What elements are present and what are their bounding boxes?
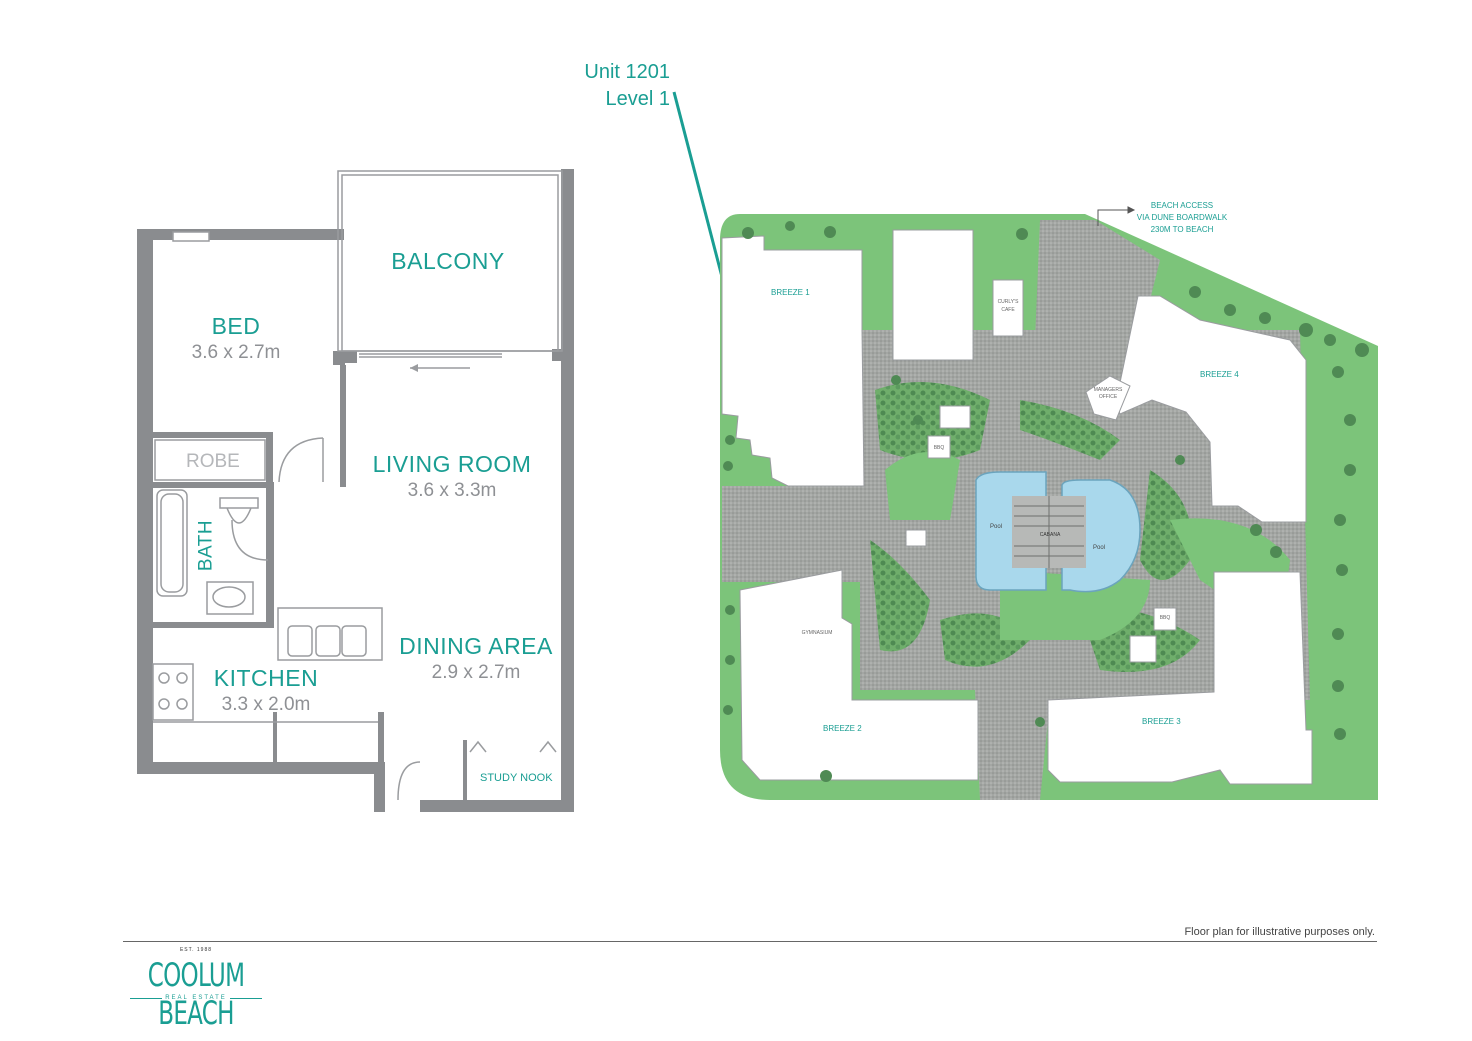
building-breeze-2: [739, 569, 979, 781]
wall-bath-right: [266, 482, 274, 627]
building-managers-office: [1085, 375, 1131, 421]
beach-access-arrow: [1097, 209, 1128, 226]
wall-top-bed: [137, 229, 344, 240]
logo-est: EST. 1988: [179, 947, 213, 953]
toilet: [219, 497, 259, 524]
site-bbq-1: BBQ: [933, 445, 945, 451]
site-pool-1: Pool: [989, 524, 1002, 530]
building-breeze-1: [721, 235, 865, 487]
logo-sub: REAL ESTATE: [165, 995, 227, 1001]
callout-level: Level 1: [605, 88, 671, 110]
cooktop: [152, 663, 194, 721]
site-breeze-1: BREEZE 1: [771, 288, 810, 297]
footer-rule: [123, 941, 1377, 942]
entry-door: [397, 761, 421, 801]
site-pool-2: Pool: [1092, 545, 1105, 551]
wall-right: [561, 169, 574, 812]
site-cabana: CABANA: [1039, 532, 1061, 538]
wall-bottom-left: [137, 762, 384, 774]
building-curlys-cafe: [992, 279, 1024, 337]
entry-driveway: [722, 486, 872, 582]
room-kitchen-dims: 3.3 x 2.0m: [221, 694, 311, 715]
wall-study: [463, 740, 467, 802]
site-cafe-1: CURLY'S: [997, 299, 1019, 305]
kitchen-bench: [277, 607, 383, 661]
room-bed: BED: [211, 313, 261, 339]
room-study-nook: STUDY NOOK: [480, 772, 553, 784]
site-beach-access-2: VIA DUNE BOARDWALK: [1136, 213, 1228, 222]
wall-stub-left: [333, 351, 357, 363]
vanity-basin: [212, 586, 246, 608]
wall-living-left: [340, 365, 346, 487]
study-door-right: [539, 740, 557, 753]
bed-door: [278, 437, 324, 483]
room-balcony: BALCONY: [391, 248, 505, 274]
site-gymnasium: GYMNASIUM: [801, 630, 833, 636]
building-bbq-1: [927, 435, 951, 459]
bathtub: [156, 489, 188, 597]
room-bath: BATH: [195, 519, 217, 572]
building-breeze-1b: [892, 229, 974, 361]
site-bbq-2: BBQ: [1159, 615, 1171, 621]
logo-name: COOLUM BEACH: [147, 956, 245, 1032]
site-breeze-2: BREEZE 2: [823, 724, 862, 733]
site-breeze-4: BREEZE 4: [1200, 370, 1239, 379]
building-bbq-2: [1153, 607, 1177, 631]
site-breeze-3: BREEZE 3: [1142, 717, 1181, 726]
site-managers-2: OFFICE: [1098, 394, 1118, 400]
wall-bottom-entry: [374, 762, 385, 812]
room-living-dims: 3.6 x 3.3m: [407, 480, 497, 501]
wall-kitchen-div: [273, 712, 277, 762]
site-managers-1: MANAGERS: [1093, 387, 1123, 393]
wall-left: [137, 229, 153, 766]
room-dining: DINING AREA: [399, 633, 553, 659]
room-living: LIVING ROOM: [372, 451, 532, 477]
site-cafe-2: CAFE: [1001, 307, 1015, 313]
study-door-left: [469, 740, 487, 753]
building-breeze-3: [1047, 571, 1313, 785]
site-beach-access-3: 230M TO BEACH: [1150, 225, 1214, 234]
site-beach-access-1: BEACH ACCESS: [1150, 201, 1214, 210]
building-gym-annex: [1129, 635, 1157, 663]
wall-entry-side: [378, 712, 384, 764]
wall-robe-right: [266, 432, 273, 482]
callout-unit: Unit 1201: [584, 61, 670, 83]
wall-stub-right: [552, 349, 562, 361]
room-dining-dims: 2.9 x 2.7m: [431, 662, 521, 683]
wall-bed-robe: [153, 432, 273, 438]
wall-bath-top: [153, 482, 273, 488]
disclaimer: Floor plan for illustrative purposes onl…: [1184, 926, 1375, 938]
building-breeze-4: [1115, 295, 1307, 523]
brand-logo: EST. 1988 COOLUM BEACH REAL ESTATE: [128, 947, 264, 1032]
wall-bottom-right: [420, 800, 574, 812]
wall-bath-bottom: [153, 622, 274, 628]
room-robe: ROBE: [186, 451, 240, 472]
room-kitchen: KITCHEN: [213, 665, 319, 691]
robe-cabinet: [154, 439, 266, 481]
room-bed-dims: 3.6 x 2.7m: [191, 342, 281, 363]
